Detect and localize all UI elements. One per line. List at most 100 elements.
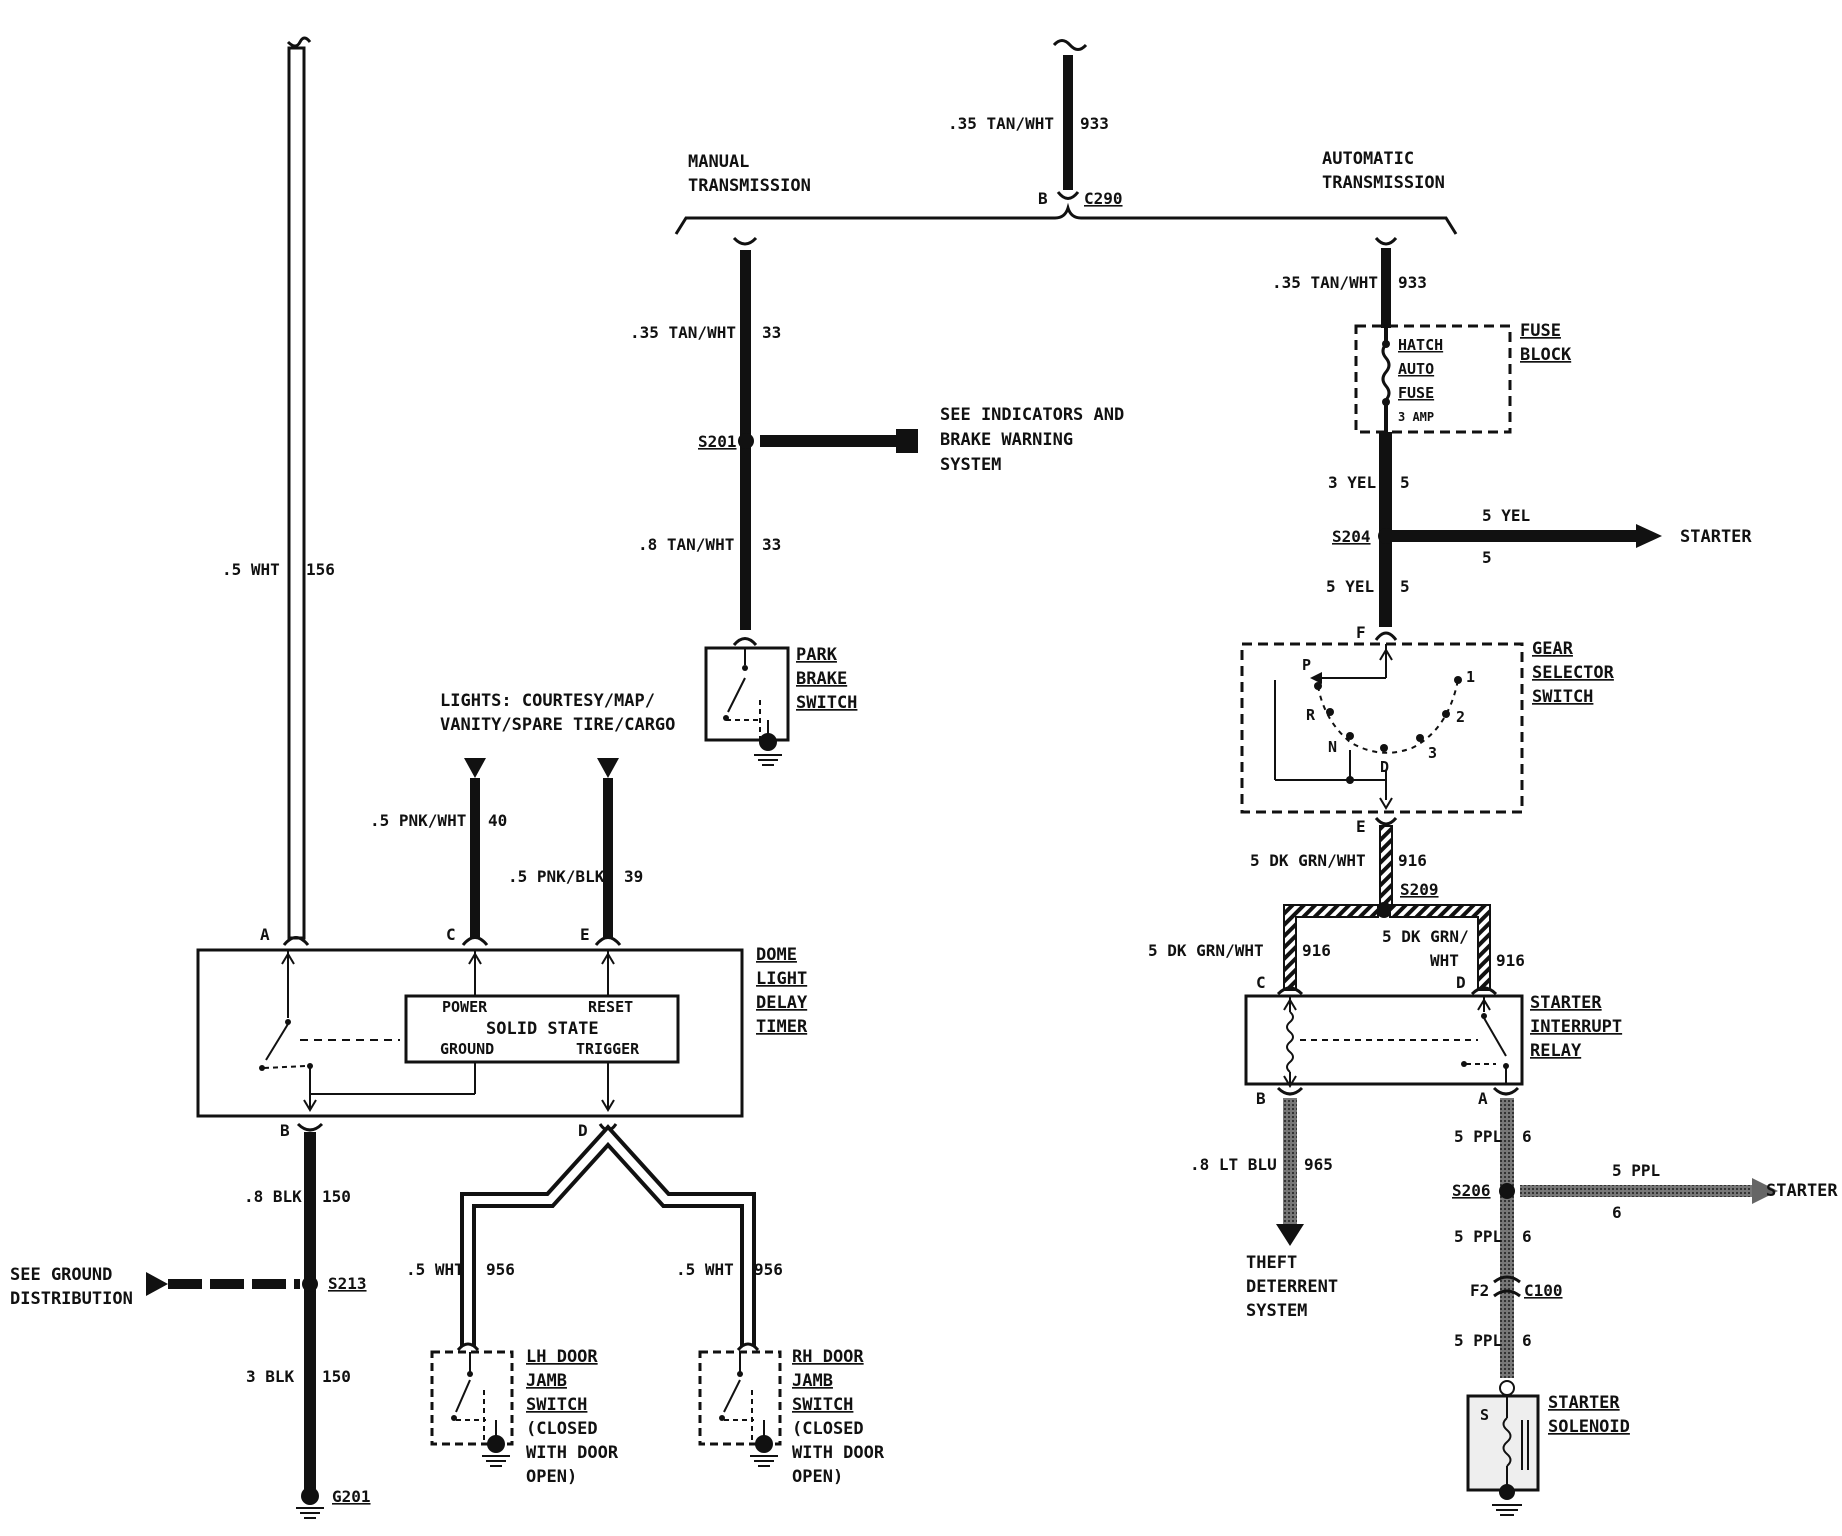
starter-label: STARTER: [1680, 527, 1752, 547]
gear-selector-label: SWITCH: [1532, 687, 1593, 707]
connector-c100: C100: [1524, 1281, 1563, 1300]
splice-s204-dot: [1378, 528, 1394, 544]
fuse-block-label: BLOCK: [1520, 345, 1572, 365]
connector-pin: F2: [1470, 1281, 1489, 1300]
wire-ppl-6: 5 PPL 6 S206 5 PPL 6 STARTER 5 PPL 6 F2 …: [1452, 1098, 1838, 1396]
circuit-number: 39: [624, 867, 643, 886]
relay-pin-d: D: [1456, 973, 1466, 992]
circuit-number: 5: [1400, 577, 1410, 596]
gear-position-d: D: [1380, 758, 1389, 776]
wire-gauge-label: .8 LT BLU: [1190, 1155, 1277, 1174]
lh-door-label: SWITCH: [526, 1395, 587, 1415]
wire-wht-956: .5 WHT 956 .5 WHT 956: [406, 1123, 783, 1352]
connector-c290: C290: [1084, 189, 1123, 208]
solenoid-pin-s: S: [1480, 1406, 1489, 1424]
see-ground-label: DISTRIBUTION: [10, 1289, 133, 1309]
rh-door-label: OPEN): [792, 1467, 843, 1487]
automatic-transmission-label: TRANSMISSION: [1322, 173, 1445, 193]
wire-gauge-label: 5 DK GRN/WHT: [1250, 851, 1366, 870]
wire-gauge-label: 5 DK GRN/: [1382, 927, 1469, 946]
circuit-number: 956: [486, 1260, 515, 1279]
circuit-number: 933: [1398, 273, 1427, 292]
circuit-number: 6: [1612, 1203, 1622, 1222]
gear-pin-f: F: [1356, 623, 1366, 642]
circuit-number: 6: [1522, 1127, 1532, 1146]
automatic-transmission-label: AUTOMATIC: [1322, 149, 1414, 169]
transmission-bracket: MANUAL TRANSMISSION AUTOMATIC TRANSMISSI…: [674, 149, 1458, 235]
wire-gauge-label: .5 PNK/BLK: [508, 867, 605, 886]
lh-door-label: OPEN): [526, 1467, 577, 1487]
ground-terminal-label: GROUND: [440, 1040, 494, 1058]
park-brake-label: PARK: [796, 645, 838, 665]
wire-tan-933-top: .35 TAN/WHT 933 B C290: [948, 39, 1123, 208]
rh-door-label: RH DOOR: [792, 1347, 864, 1367]
splice-s213: S213: [328, 1274, 367, 1293]
wire-gauge-label: .5 PNK/WHT: [370, 811, 466, 830]
circuit-number: 965: [1304, 1155, 1333, 1174]
fuse-label: FUSE: [1398, 384, 1434, 402]
wire-gauge-label: 5 PPL: [1454, 1227, 1502, 1246]
splice-s209-dot: [1376, 902, 1392, 918]
wire-gauge-label: 5 YEL: [1482, 506, 1530, 525]
fuse-block-label: FUSE: [1520, 321, 1561, 341]
wire-gauge-label: .5 WHT: [222, 560, 280, 579]
solid-state-label: SOLID STATE: [486, 1019, 599, 1039]
wire-gauge-label: 3 YEL: [1328, 473, 1376, 492]
wire-gauge-label: 5 YEL: [1326, 577, 1374, 596]
see-indicators-label: SEE INDICATORS AND: [940, 405, 1124, 425]
wire-gauge-label: .5 WHT: [676, 1260, 734, 1279]
ground-g201: G201: [332, 1487, 371, 1506]
lights-inputs: LIGHTS: COURTESY/MAP/ VANITY/SPARE TIRE/…: [370, 691, 675, 946]
fuse-rating: 3 AMP: [1398, 410, 1434, 424]
rh-door-label: JAMB: [792, 1371, 833, 1391]
splice-s206-dot: [1499, 1183, 1515, 1199]
wire-gauge-label: .8 TAN/WHT: [638, 535, 734, 554]
circuit-number: 156: [306, 560, 335, 579]
rh-door-label: SWITCH: [792, 1395, 853, 1415]
splice-s213-dot: [302, 1276, 318, 1292]
starter-interrupt-relay: STARTER INTERRUPT RELAY B A: [1244, 993, 1622, 1108]
gear-position-n: N: [1328, 738, 1337, 756]
manual-transmission-label: TRANSMISSION: [688, 176, 811, 196]
splice-s201: S201: [698, 432, 737, 451]
trigger-terminal-label: TRIGGER: [576, 1040, 640, 1058]
circuit-number: 6: [1522, 1227, 1532, 1246]
wire-gauge-label: 3 BLK: [246, 1367, 295, 1386]
dome-pin-b: B: [280, 1121, 290, 1140]
circuit-number: 933: [1080, 114, 1109, 133]
solenoid-coil: [1502, 1417, 1512, 1467]
dome-timer-label: LIGHT: [756, 969, 807, 989]
wire-gauge-label: 5 PPL: [1454, 1127, 1502, 1146]
circuit-number: 916: [1302, 941, 1331, 960]
gear-selector-switch: P R N D 3 2 1 GEAR SELECTOR SWITCH E: [1240, 639, 1615, 836]
fuse-block: HATCH AUTO FUSE 3 AMP FUSE BLOCK: [1354, 321, 1572, 434]
circuit-number: 150: [322, 1187, 351, 1206]
circuit-number: 150: [322, 1367, 351, 1386]
lh-door-label: WITH DOOR: [526, 1443, 619, 1463]
park-brake-label: SWITCH: [796, 693, 857, 713]
wire-gauge-label: WHT: [1430, 951, 1459, 970]
dome-pin-a: A: [260, 925, 270, 944]
circuit-number: 40: [488, 811, 507, 830]
manual-transmission-label: MANUAL: [688, 152, 749, 172]
circuit-number: 5: [1482, 548, 1492, 567]
gear-position-r: R: [1306, 706, 1316, 724]
wire-gauge-label: .35 TAN/WHT: [1272, 273, 1378, 292]
relay-pin-b: B: [1256, 1089, 1266, 1108]
circuit-number: 5: [1400, 473, 1410, 492]
fuse-label: AUTO: [1398, 360, 1434, 378]
gear-pin-e: E: [1356, 817, 1366, 836]
wire-gauge-label: 5 PPL: [1454, 1331, 1502, 1350]
theft-deterrent-label: DETERRENT: [1246, 1277, 1338, 1297]
circuit-number: 916: [1398, 851, 1427, 870]
wire-blk-150: .8 BLK 150 S213 SEE GROUND DISTRIBUTION …: [10, 1122, 371, 1519]
circuit-number: 956: [754, 1260, 783, 1279]
starter-relay-label: RELAY: [1530, 1041, 1582, 1061]
starter-relay-label: INTERRUPT: [1530, 1017, 1622, 1037]
starter-label: STARTER: [1766, 1181, 1838, 1201]
splice-s206: S206: [1452, 1181, 1491, 1200]
gear-position-1: 1: [1466, 668, 1475, 686]
rh-door-jamb-switch: RH DOOR JAMB SWITCH (CLOSED WITH DOOR OP…: [698, 1347, 885, 1487]
circuit-number: 33: [762, 535, 781, 554]
starter-solenoid-label: SOLENOID: [1548, 1417, 1630, 1437]
